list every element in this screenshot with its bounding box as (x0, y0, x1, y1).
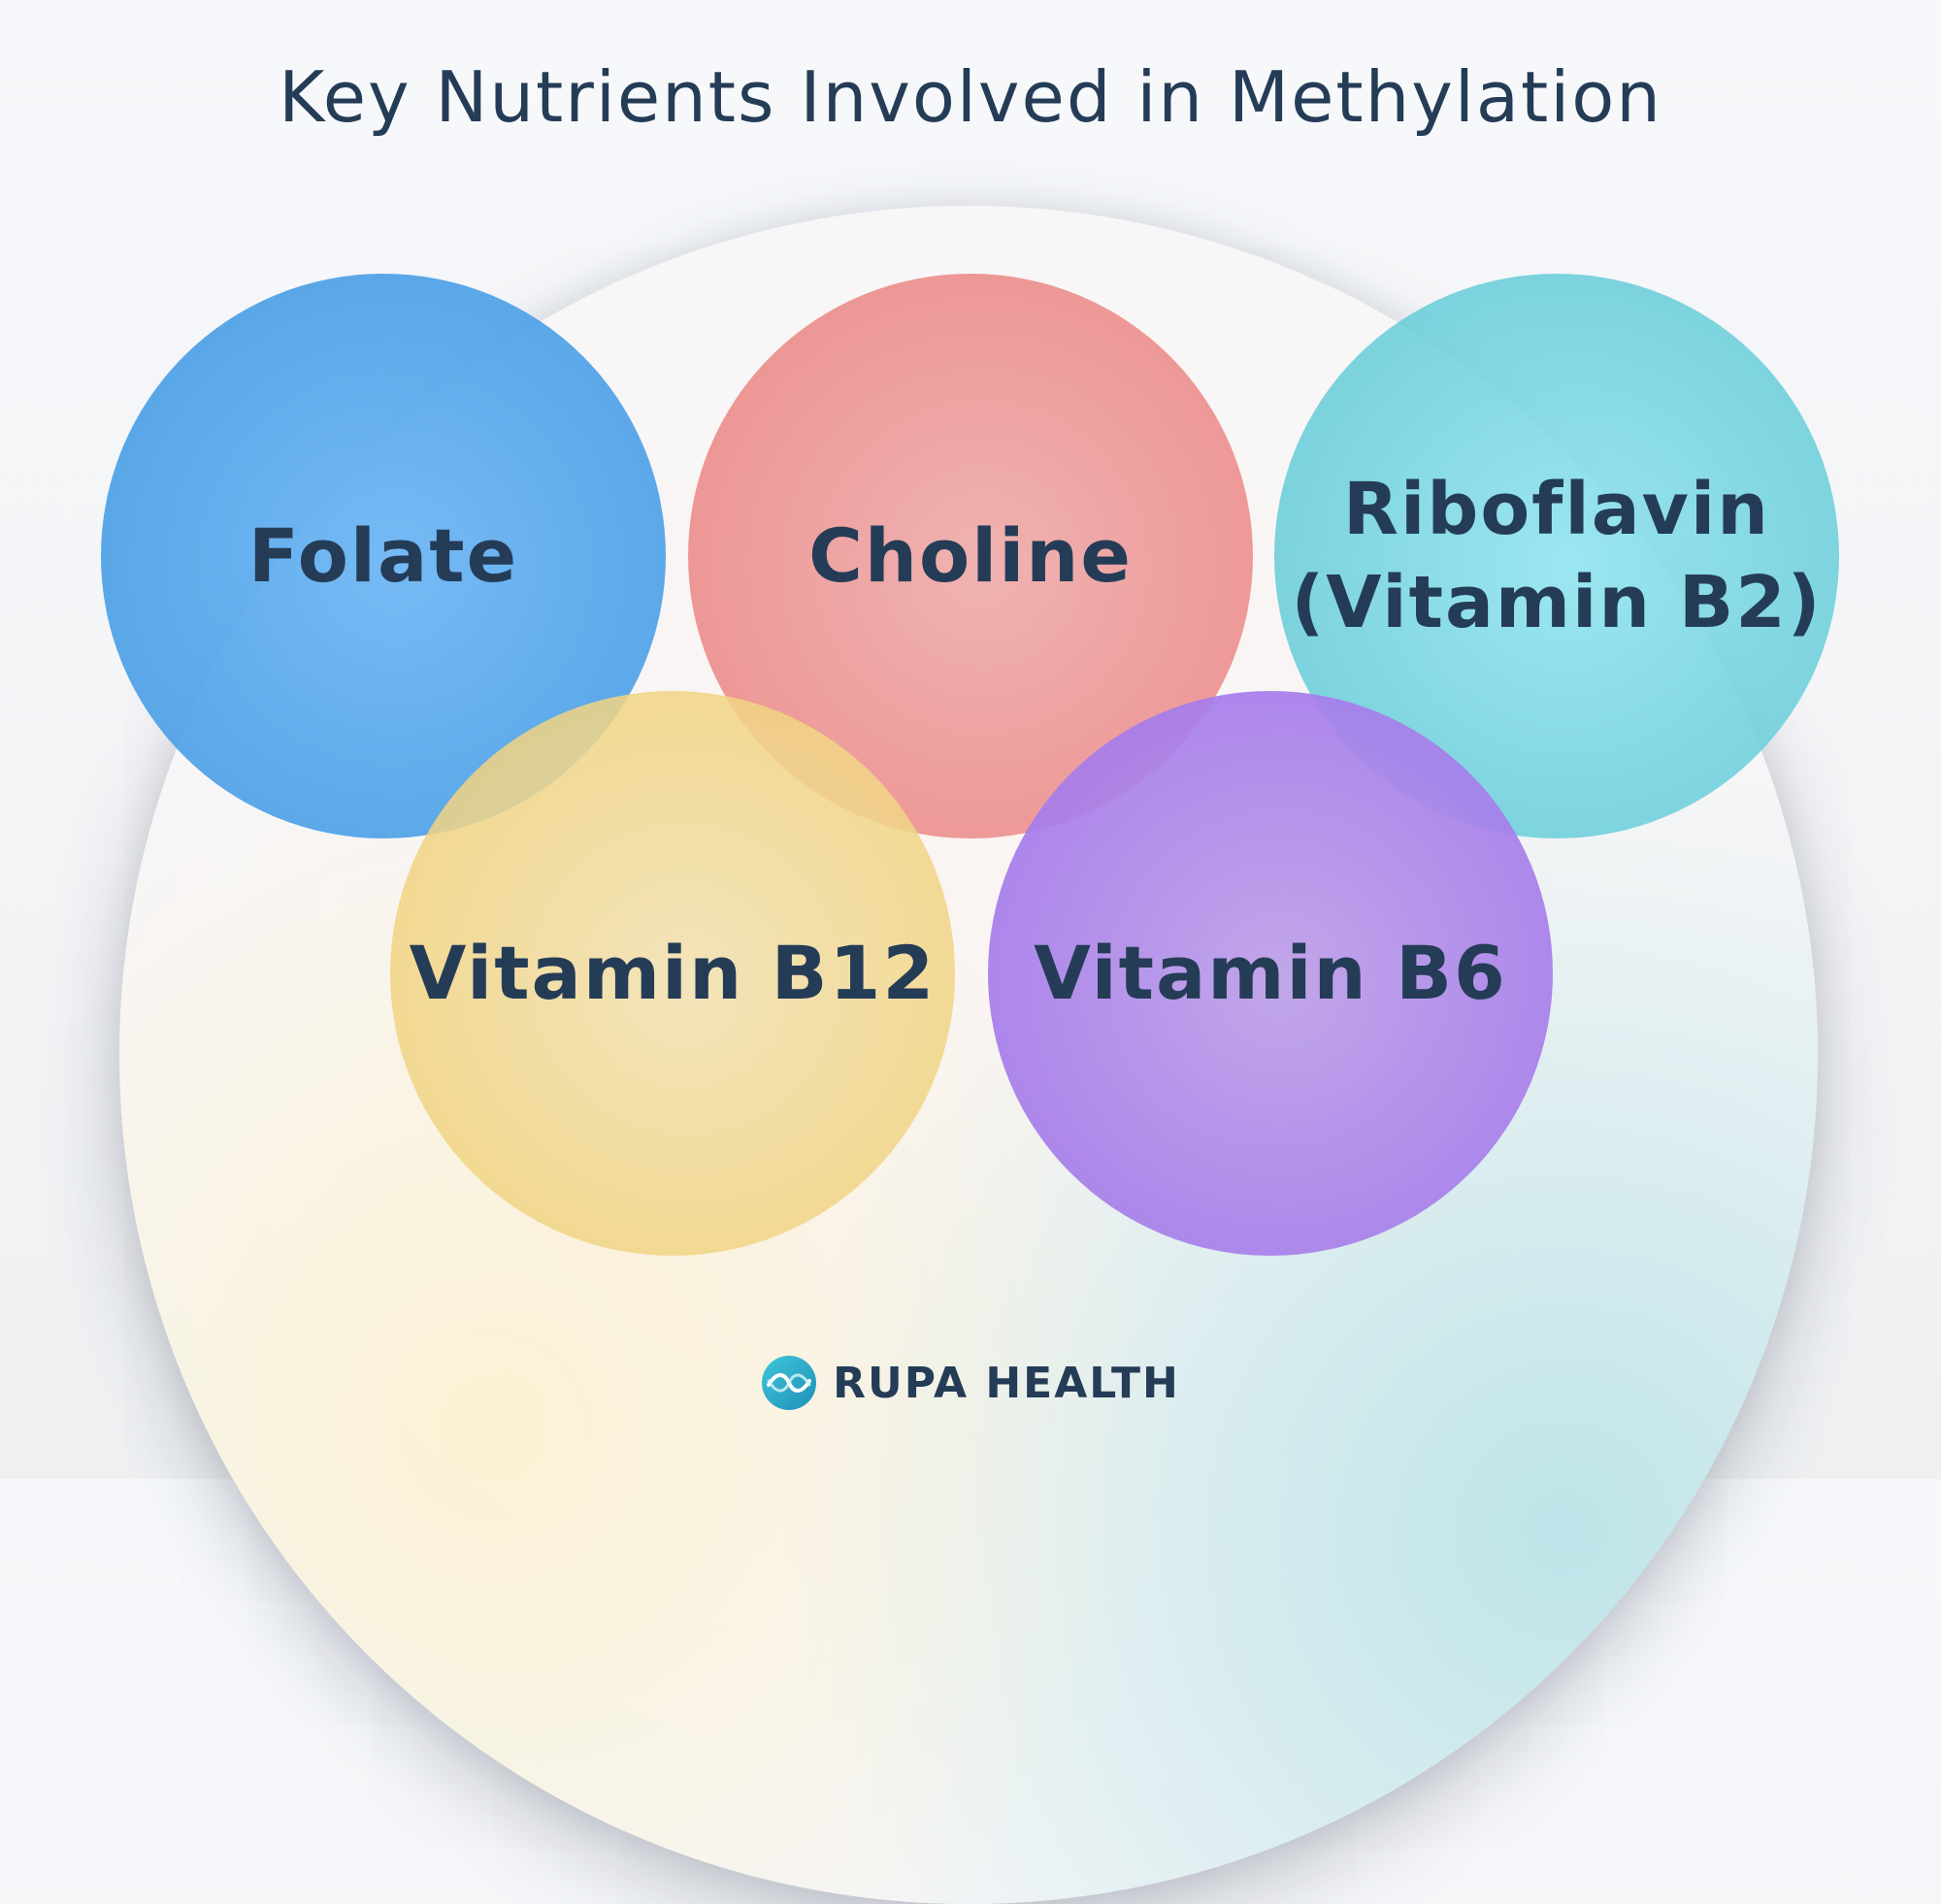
brand-name: RUPA HEALTH (833, 1358, 1180, 1408)
vitamin-b12-circle: Vitamin B12 (390, 691, 955, 1256)
page-title: Key Nutrients Involved in Methylation (279, 56, 1662, 138)
choline-label: Choline (808, 512, 1133, 599)
rupa-health-logo-icon (762, 1356, 817, 1410)
brand-footer: RUPA HEALTH (0, 1355, 1941, 1411)
folate-label: Folate (247, 512, 519, 599)
riboflavin-label: Riboflavin (Vitamin B2) (1291, 468, 1823, 644)
riboflavin-circle: Riboflavin (Vitamin B2) (1274, 274, 1839, 838)
vitamin-b12-label: Vitamin B12 (409, 930, 937, 1016)
vitamin-b6-circle: Vitamin B6 (988, 691, 1553, 1256)
vitamin-b6-label: Vitamin B6 (1034, 930, 1507, 1016)
